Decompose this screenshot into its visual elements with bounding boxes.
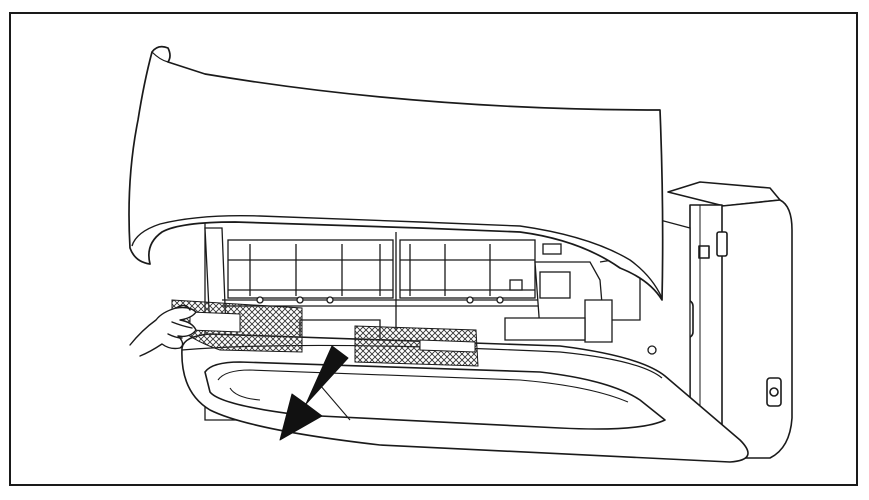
- figure-frame: [9, 12, 858, 486]
- grip-zones: [171, 299, 479, 367]
- arrow-down-left-icon: [279, 345, 349, 441]
- front-cover-open: [128, 45, 664, 301]
- hand-icon: [129, 304, 197, 357]
